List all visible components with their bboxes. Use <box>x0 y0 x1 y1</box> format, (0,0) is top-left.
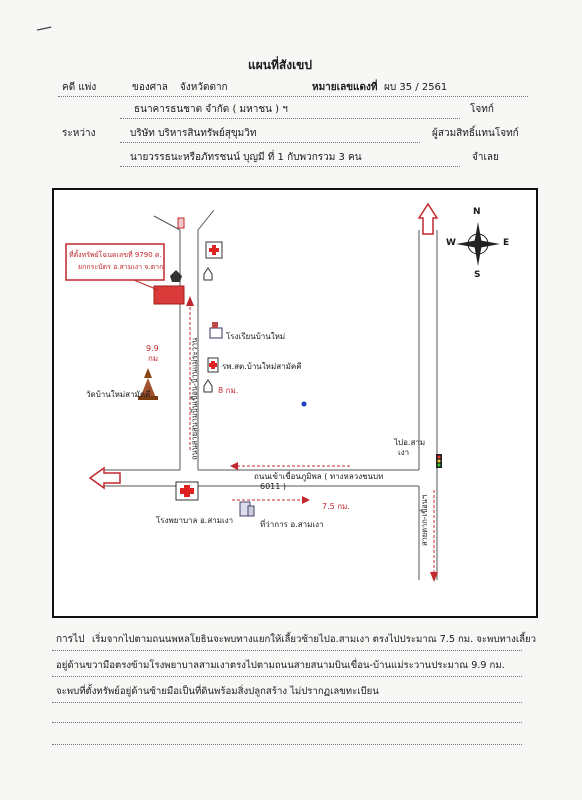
house-icon <box>170 270 182 282</box>
temple-icon <box>138 368 158 400</box>
hospital-icon <box>205 241 223 259</box>
main-road-label-line1: ถนนเข้าเขื่อนภูมิพล ( ทางหลวงชนบท <box>254 472 384 481</box>
case-label: คดี แพ่ง <box>62 82 97 93</box>
temple-label: วัดบ้านใหม่สามัคคี <box>86 390 151 399</box>
distance-7-5: 7.5 กม. <box>322 502 350 511</box>
directions-line2: อยู่ด้านขวามือตรงข้ามโรงพยาบาลสามเงาตรงไ… <box>56 660 505 671</box>
property-label-line2: ยกกระบัตร อ.สามเงา จ.ตาก <box>78 263 164 271</box>
traffic-light-icon <box>436 454 442 468</box>
directions-label: การไป <box>56 634 85 645</box>
compass-icon <box>456 222 500 266</box>
plaintiff-name: ธนาคารธนชาต จำกัด ( มหาชน ) ฯ <box>134 104 288 115</box>
compass-west: W <box>446 238 456 248</box>
district-hospital-icon <box>175 481 199 501</box>
main-road-label-line2: 6011 ) <box>260 482 287 491</box>
court-label: ของศาล <box>132 82 168 93</box>
property-label-box <box>65 243 165 281</box>
court-name: จังหวัดตาก <box>180 82 228 93</box>
health-center-icon <box>207 357 219 373</box>
property-label-line1: ที่ตั้งทรัพย์โฉนดเลขที่ 9790 ต. <box>69 251 162 259</box>
case-number: ผบ 35 / 2561 <box>384 82 448 93</box>
district-office-icon <box>239 501 255 517</box>
small-house-icon <box>203 379 213 393</box>
between-label: ระหว่าง <box>62 128 96 139</box>
directions-line3: จะพบที่ตั้งทรัพย์อยู่ด้านซ้ายมือเป็นที่ด… <box>56 686 379 697</box>
vertical-road-label: ถนนสายสนามบินเขื่อน-บ้านแม่ระวาน <box>190 337 199 460</box>
north-arrow-road <box>417 202 439 235</box>
compass-east: E <box>503 238 510 248</box>
defendant-role: จำเลย <box>472 152 499 163</box>
directions-line1: เริ่มจากไปตามถนนพหลโยธินจะพบทางแยกให้เลี… <box>92 634 536 645</box>
district-office-label: ที่ว่าการ อ.สามเงา <box>260 520 324 529</box>
hospital-label: โรงพยาบาล อ.สามเงา <box>156 516 234 525</box>
map-drawing <box>65 202 500 582</box>
scan-mark: — <box>34 16 54 39</box>
compass-north: N <box>473 207 481 217</box>
to-samngao-line2: เงา <box>398 448 410 457</box>
water-tower-icon <box>177 217 185 229</box>
compass-south: S <box>474 270 481 280</box>
location-dot <box>301 401 307 407</box>
small-house-icon <box>203 267 213 281</box>
to-samngao-line1: ไปอ.สาม <box>394 438 426 447</box>
distance-8: 8 กม. <box>218 386 239 395</box>
school-icon <box>209 322 223 339</box>
health-center-label: รพ.สต.บ้านใหม่สามัคคี <box>222 362 302 371</box>
case-number-label: หมายเลขแดงที่ <box>312 82 378 93</box>
distance-9-9-unit: กม <box>148 354 159 363</box>
property-marker <box>153 285 185 305</box>
school-label: โรงเรียนบ้านใหม่ <box>226 332 286 341</box>
page-title: แผนที่สังเขป <box>248 58 312 72</box>
distance-9-9: 9.9 <box>146 344 159 353</box>
defendant-name: นายวรรธนะหรือภัทรชนน์ บุญมี ที่ 1 กับพวก… <box>130 152 362 163</box>
west-arrow-road <box>88 466 121 490</box>
assignee-name: บริษัท บริหารสินทรัพย์สุขุมวิท <box>130 128 257 139</box>
plaintiff-role: โจทก์ <box>470 104 494 115</box>
right-road-label: สายตาก-เขื่อนฯ <box>420 494 429 546</box>
map-area: N S E W ที่ตั้งทรัพย์โฉนดเลขที่ 9790 ต. … <box>52 188 538 618</box>
assignee-role: ผู้สวมสิทธิ์แทนโจทก์ <box>432 128 519 139</box>
